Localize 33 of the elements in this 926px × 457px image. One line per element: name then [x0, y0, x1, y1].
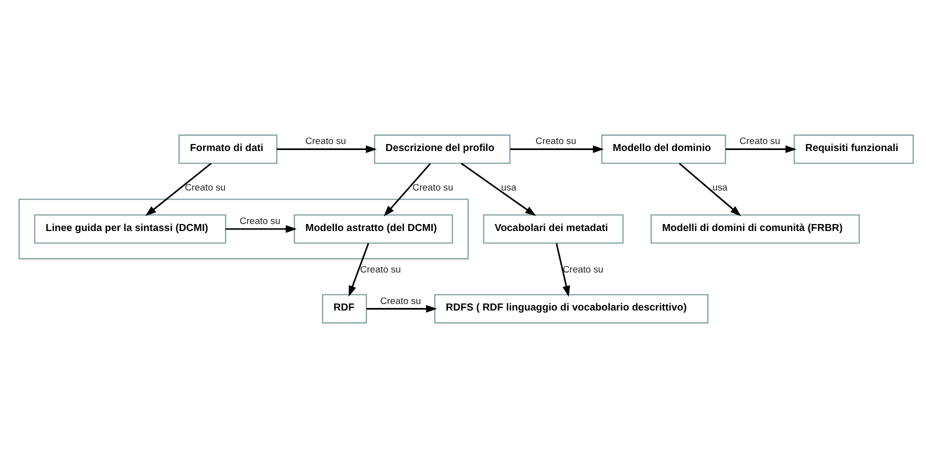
arrow: [460, 162, 536, 216]
node-box: Modello astratto (del DCMI): [294, 214, 454, 244]
edge-label: usa: [712, 182, 728, 192]
node-box: Requisiti funzionali: [794, 134, 914, 164]
node-box: Formato di dati: [178, 134, 278, 164]
edge-label: Creato su: [305, 136, 346, 146]
arrow: [348, 242, 370, 296]
edge-label: usa: [501, 182, 516, 192]
edge-label: Creato su: [536, 136, 576, 146]
edge-label: Creato su: [240, 215, 280, 226]
arrow: [556, 242, 570, 296]
edge-label: Creato su: [360, 264, 401, 274]
arrow: [276, 144, 377, 153]
node-box: Modelli di domini di comunità (FRBR): [650, 214, 860, 244]
arrow: [366, 304, 438, 312]
node-box: Descrizione del profilo: [374, 134, 511, 164]
node-box: Vocabolari dei metadati: [483, 214, 624, 244]
arrow: [678, 162, 742, 216]
arrow: [145, 162, 212, 216]
node-box: RDF: [322, 294, 367, 323]
edge-label: Creato su: [562, 264, 604, 274]
edge-label: Creato su: [380, 295, 421, 306]
node-box: Linee guida per la sintassi (DCMI): [34, 214, 226, 244]
arrow: [226, 224, 297, 232]
edge-label: Creato su: [412, 182, 454, 192]
cluster: [18, 198, 469, 259]
arrow: [726, 144, 796, 153]
arrow: [510, 144, 604, 153]
node-box: Modello del dominio: [601, 134, 726, 164]
arrow: [384, 162, 431, 216]
node-box: RDFS ( RDF linguaggio di vocabolario descrittivo): [434, 294, 708, 323]
edge-label: Creato su: [184, 182, 226, 192]
edge-label: Creato su: [740, 136, 780, 146]
